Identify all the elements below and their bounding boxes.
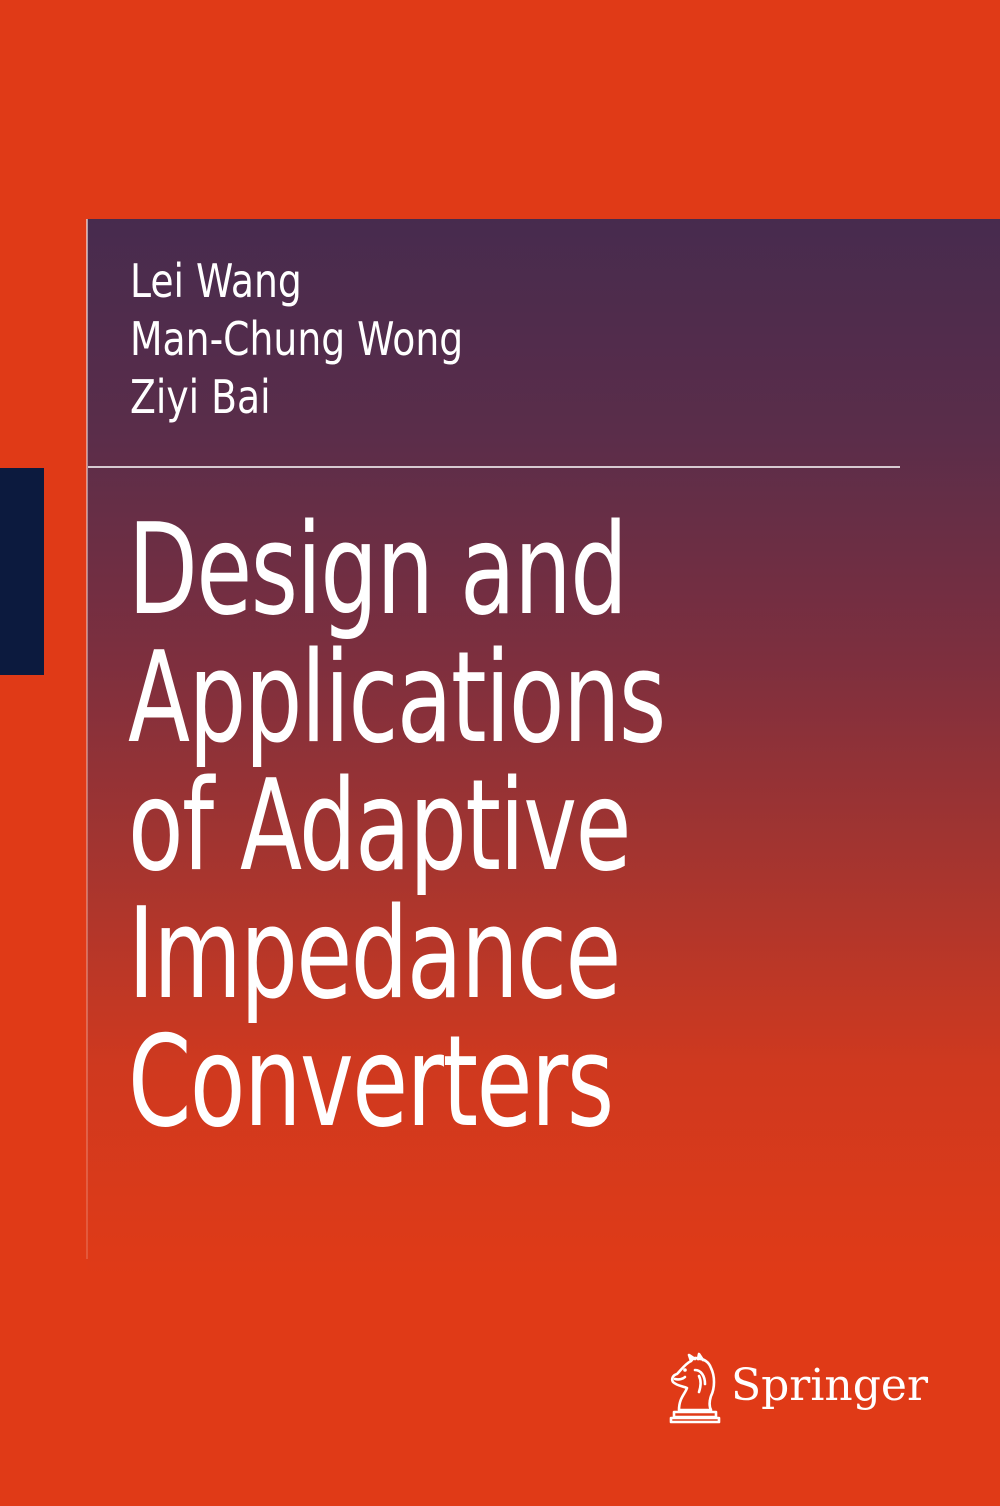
title-line: Converters	[128, 1008, 614, 1155]
author-name: Lei Wang	[130, 254, 302, 308]
author-list: Lei Wang Man-Chung Wong Ziyi Bai	[130, 252, 737, 426]
author-name: Ziyi Bai	[130, 370, 271, 424]
author-name: Man-Chung Wong	[130, 312, 464, 366]
title-line: of Adaptive	[128, 752, 631, 899]
divider-line	[88, 466, 900, 468]
title-line: Applications	[128, 624, 666, 771]
title-line: Design and	[128, 496, 628, 643]
publisher-name: Springer	[731, 1360, 928, 1411]
gradient-panel	[87, 219, 1000, 1279]
navy-accent-tab	[0, 468, 44, 675]
title-line: Impedance	[128, 880, 621, 1027]
panel-edge-line	[86, 219, 88, 1259]
chess-knight-icon	[669, 1352, 721, 1424]
book-title: Design and Applications of Adaptive Impe…	[128, 506, 718, 1146]
publisher-mark: Springer	[665, 1352, 935, 1424]
